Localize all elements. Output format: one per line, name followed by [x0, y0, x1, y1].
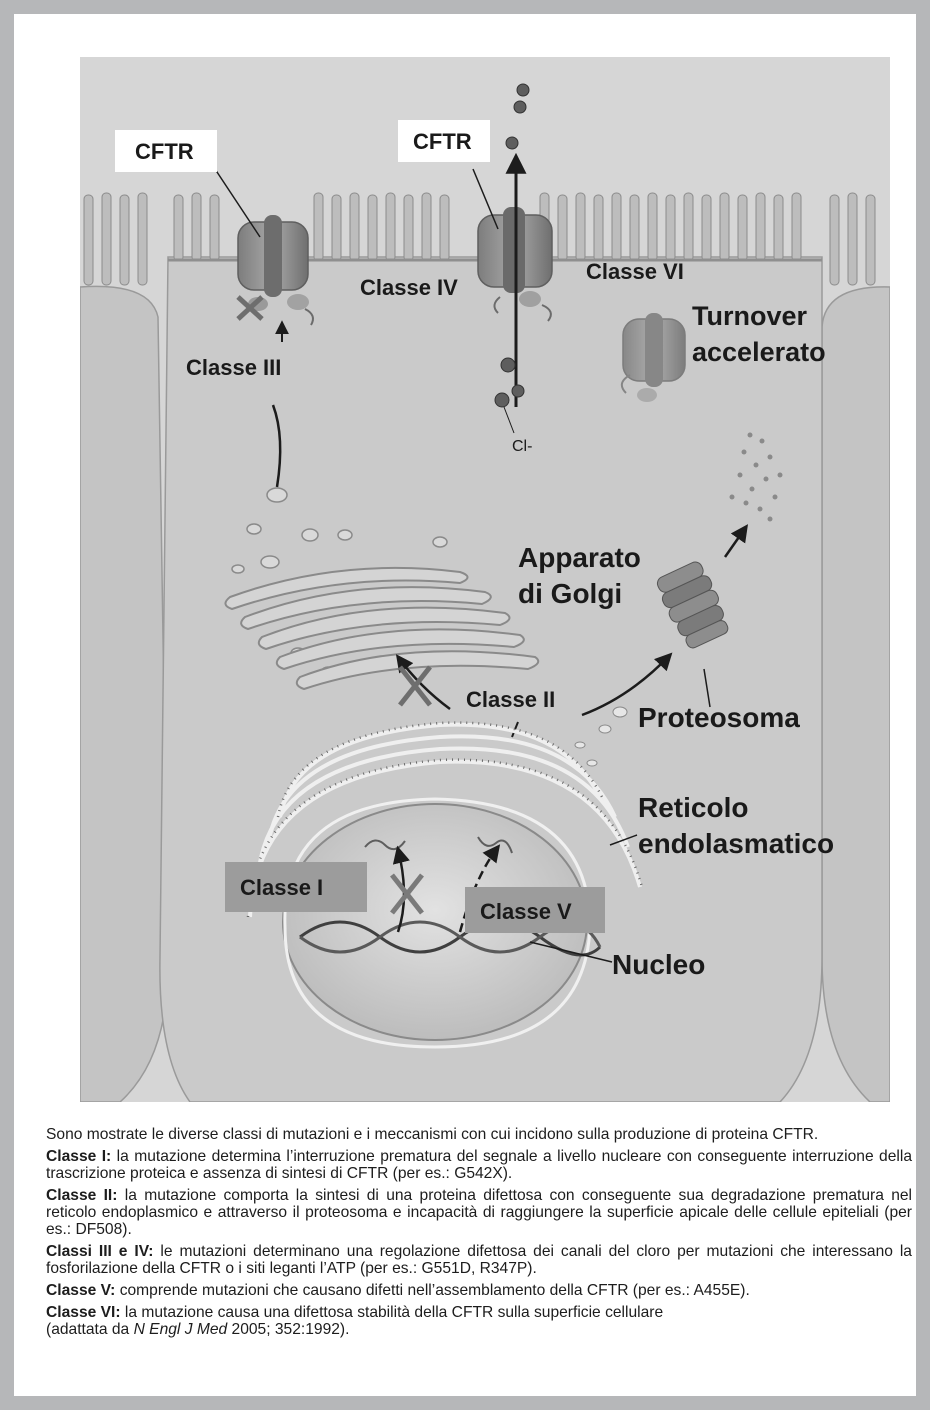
- caption-class-v-label: Classe V:: [46, 1282, 115, 1299]
- turnover-label-line1: Turnover: [692, 301, 808, 331]
- cftr-mutation-diagram: CFTR CFTR Classe III Classe IV Classe VI…: [80, 57, 890, 1102]
- caption-class-iii-iv: Classi III e IV: le mutazioni determinan…: [46, 1243, 912, 1277]
- cftr-center-label: CFTR: [413, 129, 472, 154]
- chloride-label: Cl-: [512, 438, 532, 455]
- cftr-left-label: CFTR: [135, 139, 194, 164]
- er-label-line1: Reticolo: [638, 792, 748, 823]
- golgi-label-line2: di Golgi: [518, 578, 622, 609]
- caption-class-ii: Classe II: la mutazione comporta la sint…: [46, 1187, 912, 1238]
- caption-class-vi-text: la mutazione causa una difettosa stabili…: [121, 1304, 664, 1321]
- class-ii-label: Classe II: [466, 687, 555, 712]
- class-iv-label: Classe IV: [360, 275, 458, 300]
- class-v-label: Classe V: [480, 899, 572, 924]
- caption-class-iii-iv-label: Classi III e IV:: [46, 1243, 153, 1260]
- caption-class-ii-text: la mutazione comporta la sintesi di una …: [46, 1187, 912, 1238]
- class-iii-label: Classe III: [186, 355, 281, 380]
- caption-class-i: Classe I: la mutazione determina l’inter…: [46, 1148, 912, 1182]
- caption-class-iii-iv-text: le mutazioni determinano una regolazione…: [46, 1243, 912, 1277]
- caption-source-suffix: 2005; 352:1992).: [227, 1321, 349, 1338]
- caption-class-vi: Classe VI: la mutazione causa una difett…: [46, 1304, 912, 1338]
- figure-caption: Sono mostrate le diverse classi di mutaz…: [46, 1126, 912, 1343]
- class-i-label: Classe I: [240, 875, 323, 900]
- golgi-label-line1: Apparato: [518, 542, 641, 573]
- er-label-line2: endolasmatico: [638, 828, 834, 859]
- caption-source-journal: N Engl J Med: [134, 1321, 228, 1338]
- right-neighbor-cell: [822, 287, 890, 1102]
- caption-class-v: Classe V: comprende mutazioni che causan…: [46, 1282, 912, 1299]
- left-neighbor-cell: [80, 286, 168, 1102]
- nucleus-label: Nucleo: [612, 949, 705, 980]
- caption-class-i-text: la mutazione determina l’interruzione pr…: [46, 1148, 912, 1182]
- turnover-label-line2: accelerato: [692, 337, 826, 367]
- proteasome-label: Proteosoma: [638, 702, 800, 733]
- caption-class-i-label: Classe I:: [46, 1148, 111, 1165]
- caption-class-ii-label: Classe II:: [46, 1187, 117, 1204]
- caption-source-prefix: (adattata da: [46, 1321, 134, 1338]
- caption-class-vi-label: Classe VI:: [46, 1304, 121, 1321]
- caption-intro: Sono mostrate le diverse classi di mutaz…: [46, 1126, 912, 1143]
- class-vi-label: Classe VI: [586, 259, 684, 284]
- caption-class-v-text: comprende mutazioni che causano difetti …: [115, 1282, 749, 1299]
